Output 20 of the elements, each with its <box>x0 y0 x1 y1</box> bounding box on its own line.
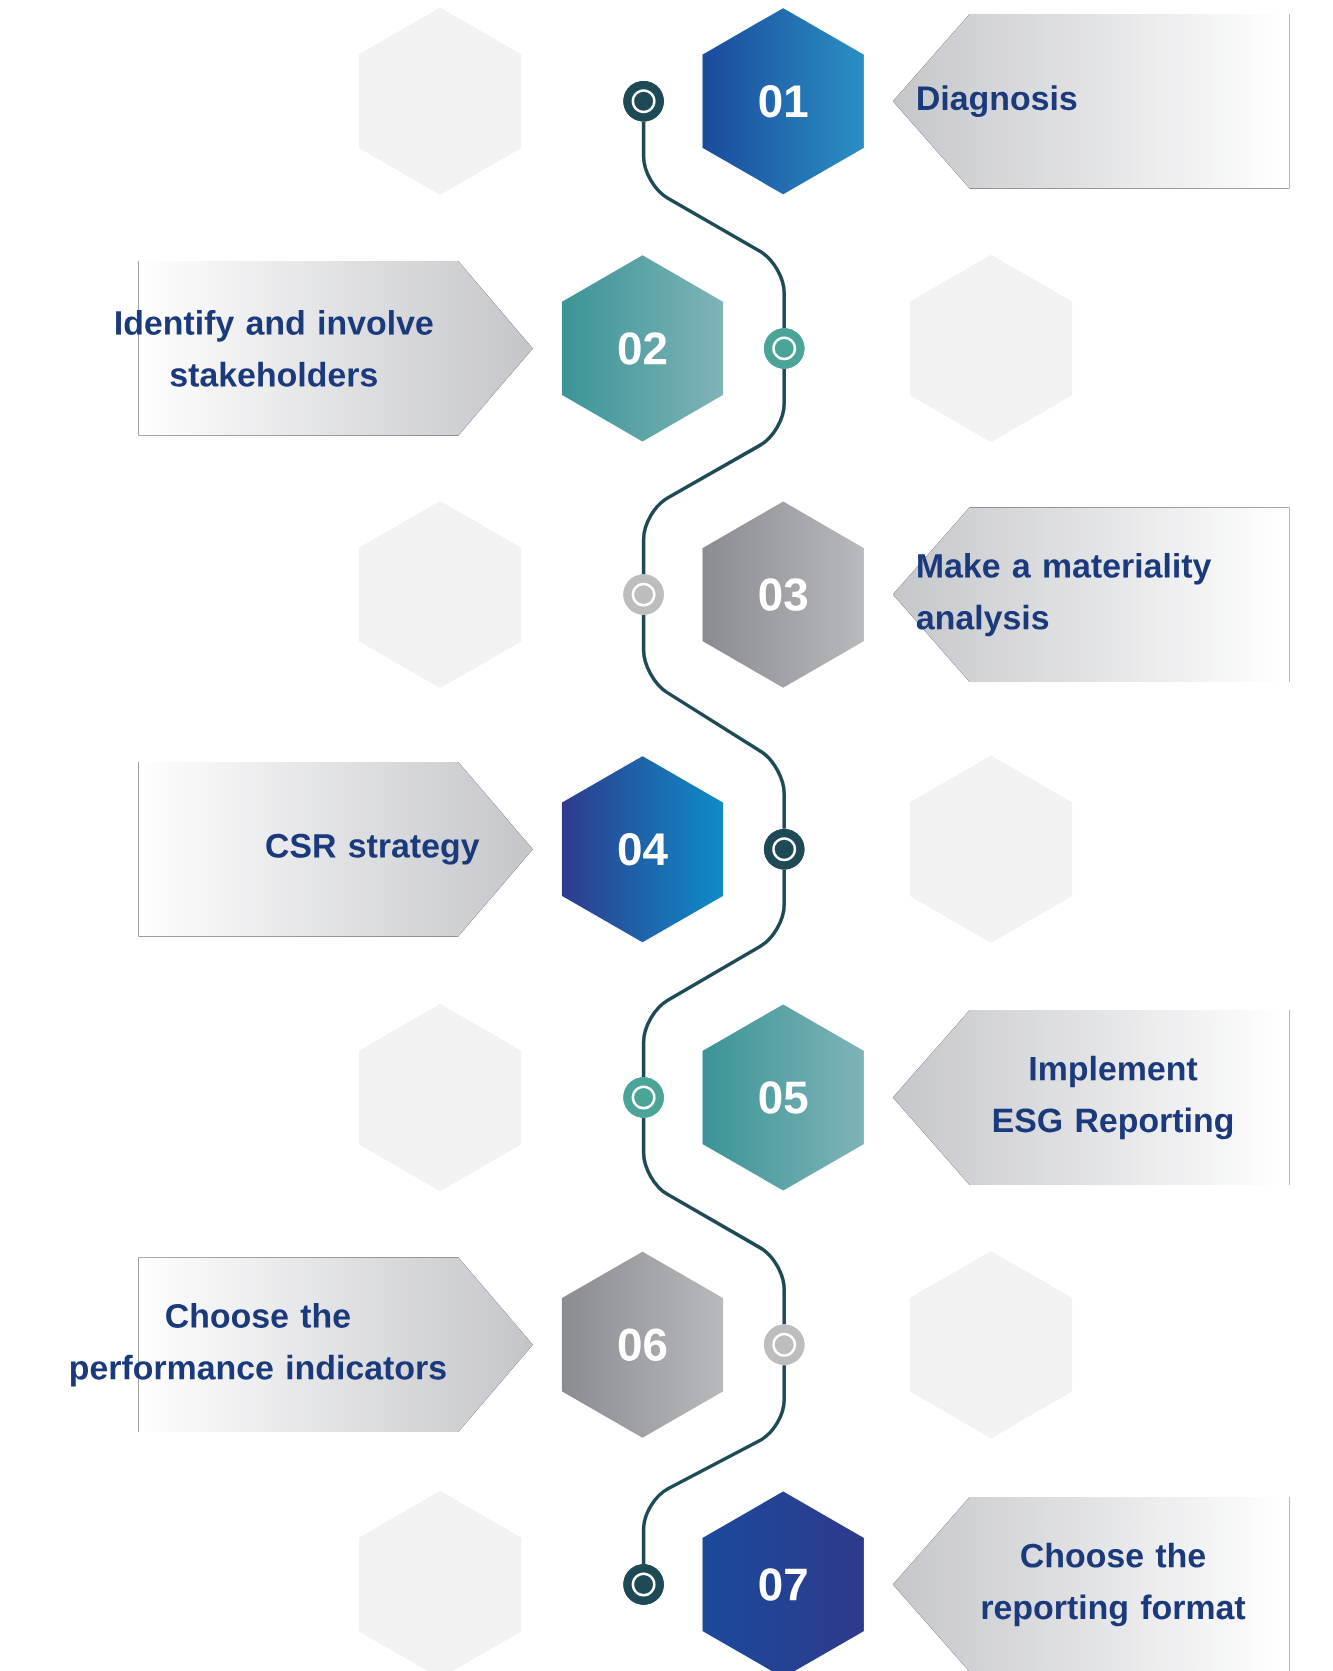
connector-line <box>641 1365 786 1565</box>
connector-line <box>641 121 786 328</box>
step-hexagon: 04 <box>560 754 725 944</box>
connector-line <box>641 368 786 575</box>
step-banner: Diagnosis <box>892 13 1290 189</box>
connector-line <box>641 869 786 1078</box>
step-hexagon: 03 <box>701 500 865 689</box>
step-banner: Make a materiality analysis <box>892 507 1290 682</box>
step-hexagon: 02 <box>560 254 725 443</box>
step-banner: Implement ESG Reporting <box>892 1010 1290 1185</box>
connector-line <box>641 615 786 829</box>
step-hexagon: 06 <box>560 1250 725 1439</box>
step-hexagon: 07 <box>701 1490 865 1671</box>
step-banner: CSR strategy <box>138 761 533 937</box>
step-banner: Choose the performance indicators <box>70 1257 533 1433</box>
step-hexagon: 01 <box>701 6 865 196</box>
connector-line <box>641 1117 786 1325</box>
step-hexagon: 05 <box>701 1003 865 1192</box>
step-banner: Choose the reporting format <box>892 1497 1290 1671</box>
step-banner: Identify and involve stakeholders <box>116 261 533 436</box>
